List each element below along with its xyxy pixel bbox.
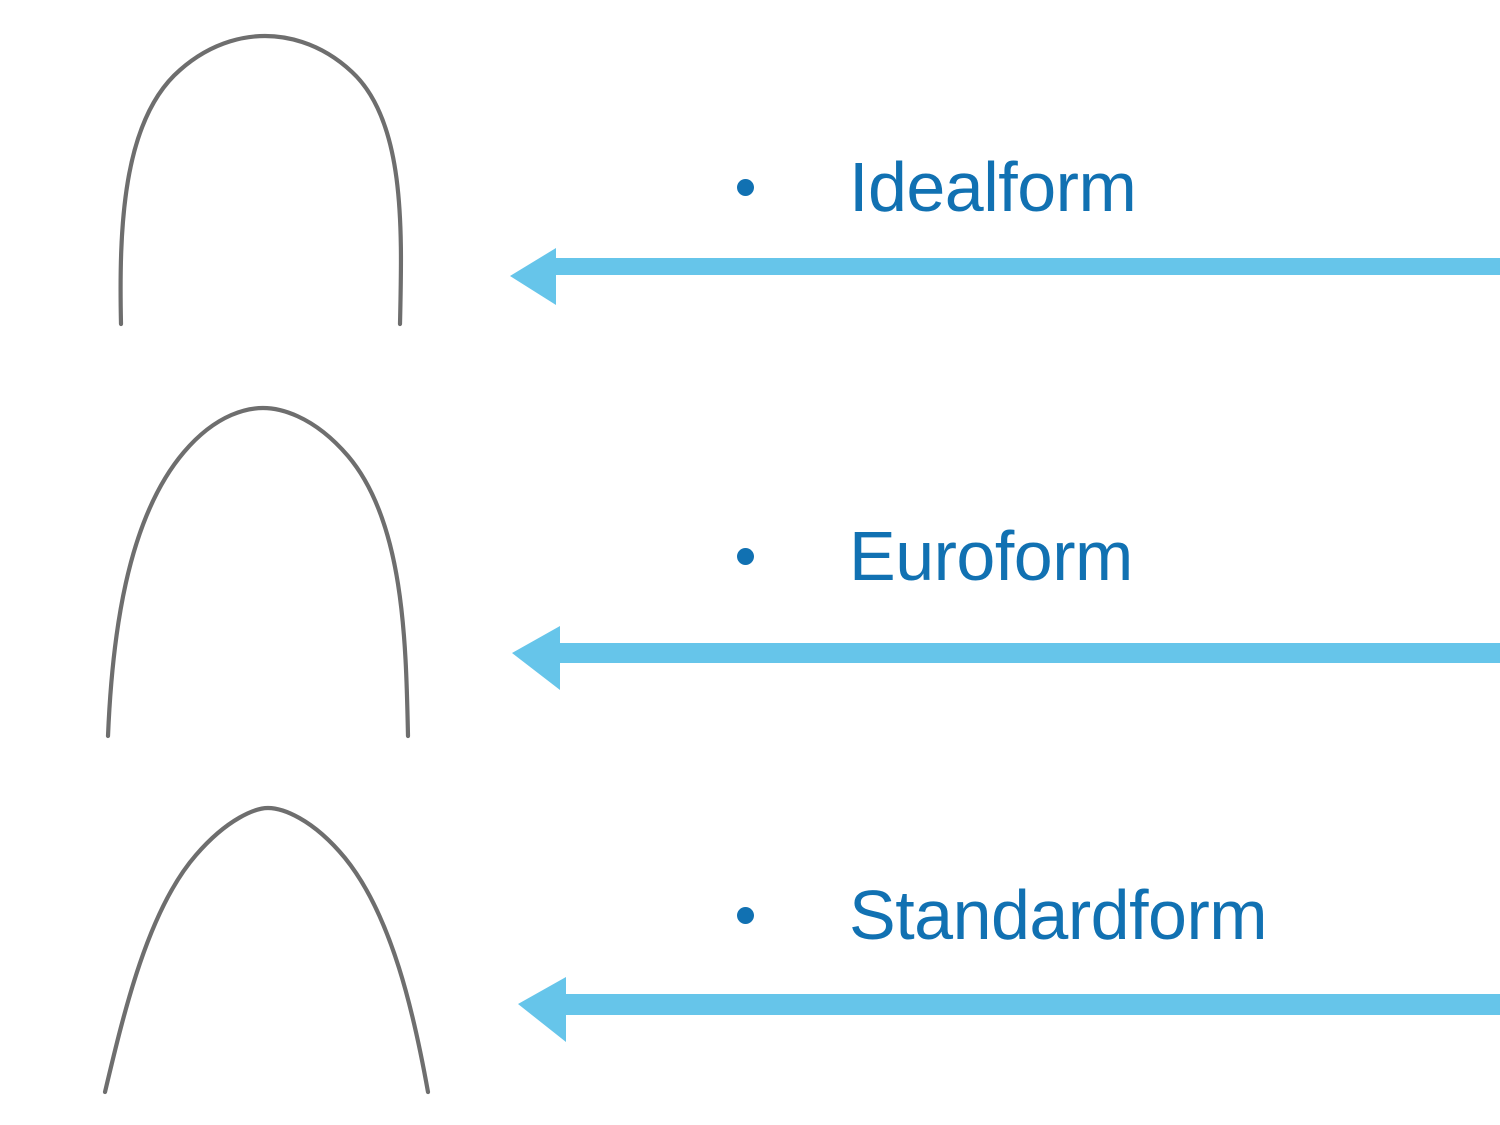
idealform-arrow[interactable] — [510, 248, 1500, 305]
list-item-label: Idealform — [849, 148, 1137, 226]
euroform-arrow[interactable] — [512, 626, 1500, 690]
list-item-idealform[interactable]: Idealform — [737, 148, 1137, 226]
bullet-icon — [737, 906, 754, 924]
list-item-standardform[interactable]: Standardform — [737, 876, 1268, 954]
list-item-label: Standardform — [849, 876, 1268, 954]
bullet-icon — [737, 178, 754, 196]
standardform-arrow[interactable] — [518, 977, 1500, 1042]
list-item-label: Euroform — [849, 517, 1133, 595]
bullet-icon — [737, 547, 754, 565]
list-item-euroform[interactable]: Euroform — [737, 521, 1133, 591]
